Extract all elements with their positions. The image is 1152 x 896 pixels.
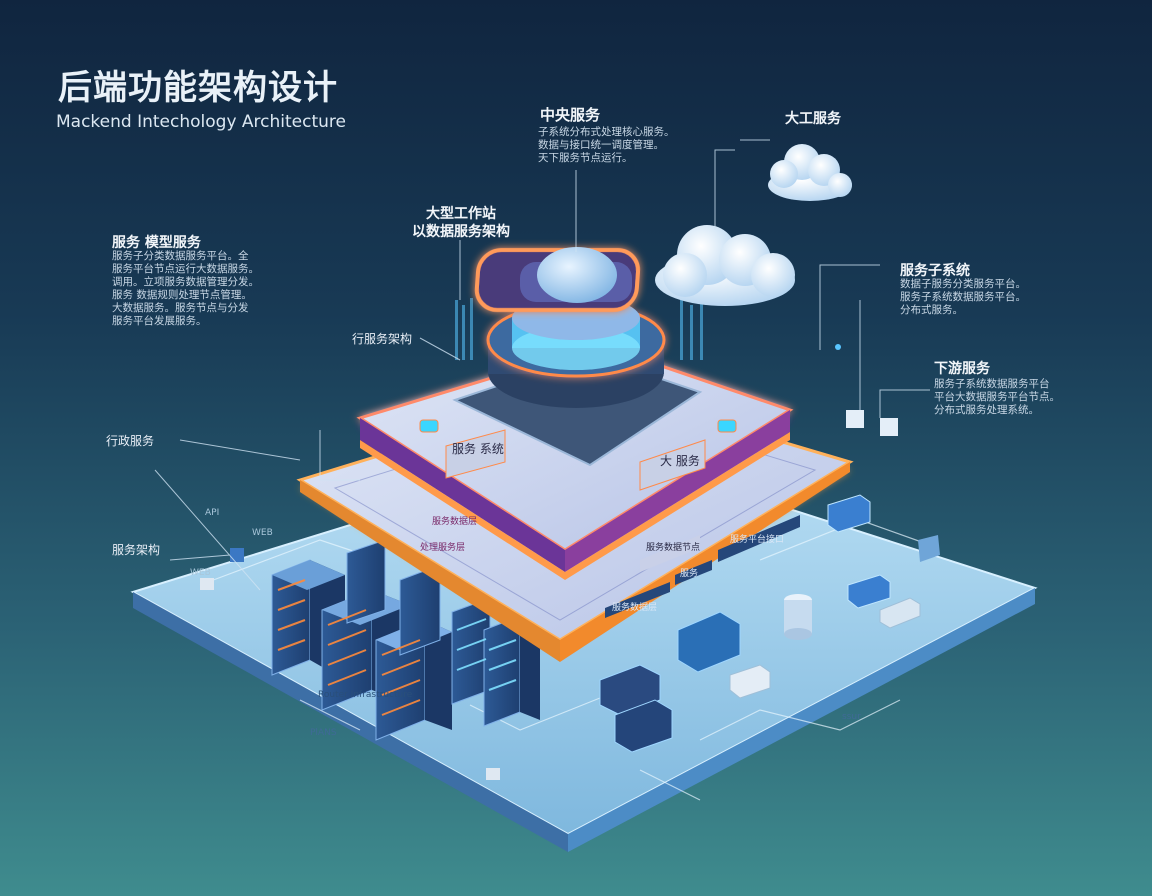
layer-label-right: 大 服务: [660, 454, 700, 468]
layer-label-left: 服务 系统: [452, 442, 504, 456]
central-core: [452, 247, 703, 467]
page-subtitle: Mackend Intechology Architecture: [56, 112, 346, 132]
right-strips: [605, 515, 800, 618]
annotation-api: API: [205, 508, 220, 518]
annotation-left-low: 服务架构: [112, 543, 161, 557]
floor-text-1: Router Infrastructure: [318, 690, 413, 700]
annotation-core-label: 大型工作站 以数据服务架构: [412, 206, 510, 240]
annotation-left-top-title: 服务 模型服务: [112, 235, 201, 251]
server-racks: [271, 539, 540, 741]
page-title: 后端功能架构设计: [58, 68, 338, 108]
right-strip-2: 服务: [680, 569, 699, 579]
floor-text-2: PlANS: [310, 728, 337, 738]
annotation-left-mid: 行政服务: [106, 434, 155, 448]
annotation-web-2: WEB: [190, 568, 211, 578]
cloud-icons: [655, 144, 852, 306]
annotation-left-top-body: 服务子分类数据服务平台。全 服务平台节点运行大数据服务。 调用。立项服务数据管理…: [112, 250, 259, 327]
leader-lines: [154, 139, 930, 591]
right-strip-1: 服务数据节点: [646, 543, 701, 553]
layer-chips: [419, 419, 737, 491]
annotation-right-top-body: 数据子服务分类服务平台。 服务子系统数据服务平台。 分布式服务。: [900, 278, 1026, 316]
layer-strip-1: 服务数据层: [432, 517, 478, 527]
annotation-top-center-body: 子系统分布式处理核心服务。 数据与接口统一调度管理。 天下服务节点运行。: [538, 126, 675, 164]
layer-strip-2: 处理服务层: [420, 543, 466, 553]
annotation-top-center-title: 中央服务: [540, 106, 601, 124]
annotation-cloud-label: 大工服务: [785, 111, 841, 127]
annotation-right-top-title: 服务子系统: [900, 263, 970, 279]
right-strip-3: 服务平台接口: [730, 535, 785, 545]
annotation-right-mid-title: 下游服务: [934, 361, 990, 377]
floor-text-3: ssur: [842, 712, 861, 722]
node-dot: [835, 344, 841, 350]
network-devices: [200, 410, 940, 780]
lower-right-1: 服务数据层: [612, 603, 658, 613]
annotation-middle-left: 行服务架构: [352, 332, 413, 346]
data-beams: [455, 298, 703, 360]
annotation-web-1: WEB: [252, 528, 273, 538]
annotation-right-mid-body: 服务子系统数据服务平台 平台大数据服务平台节点。 分布式服务处理系统。: [934, 378, 1060, 416]
